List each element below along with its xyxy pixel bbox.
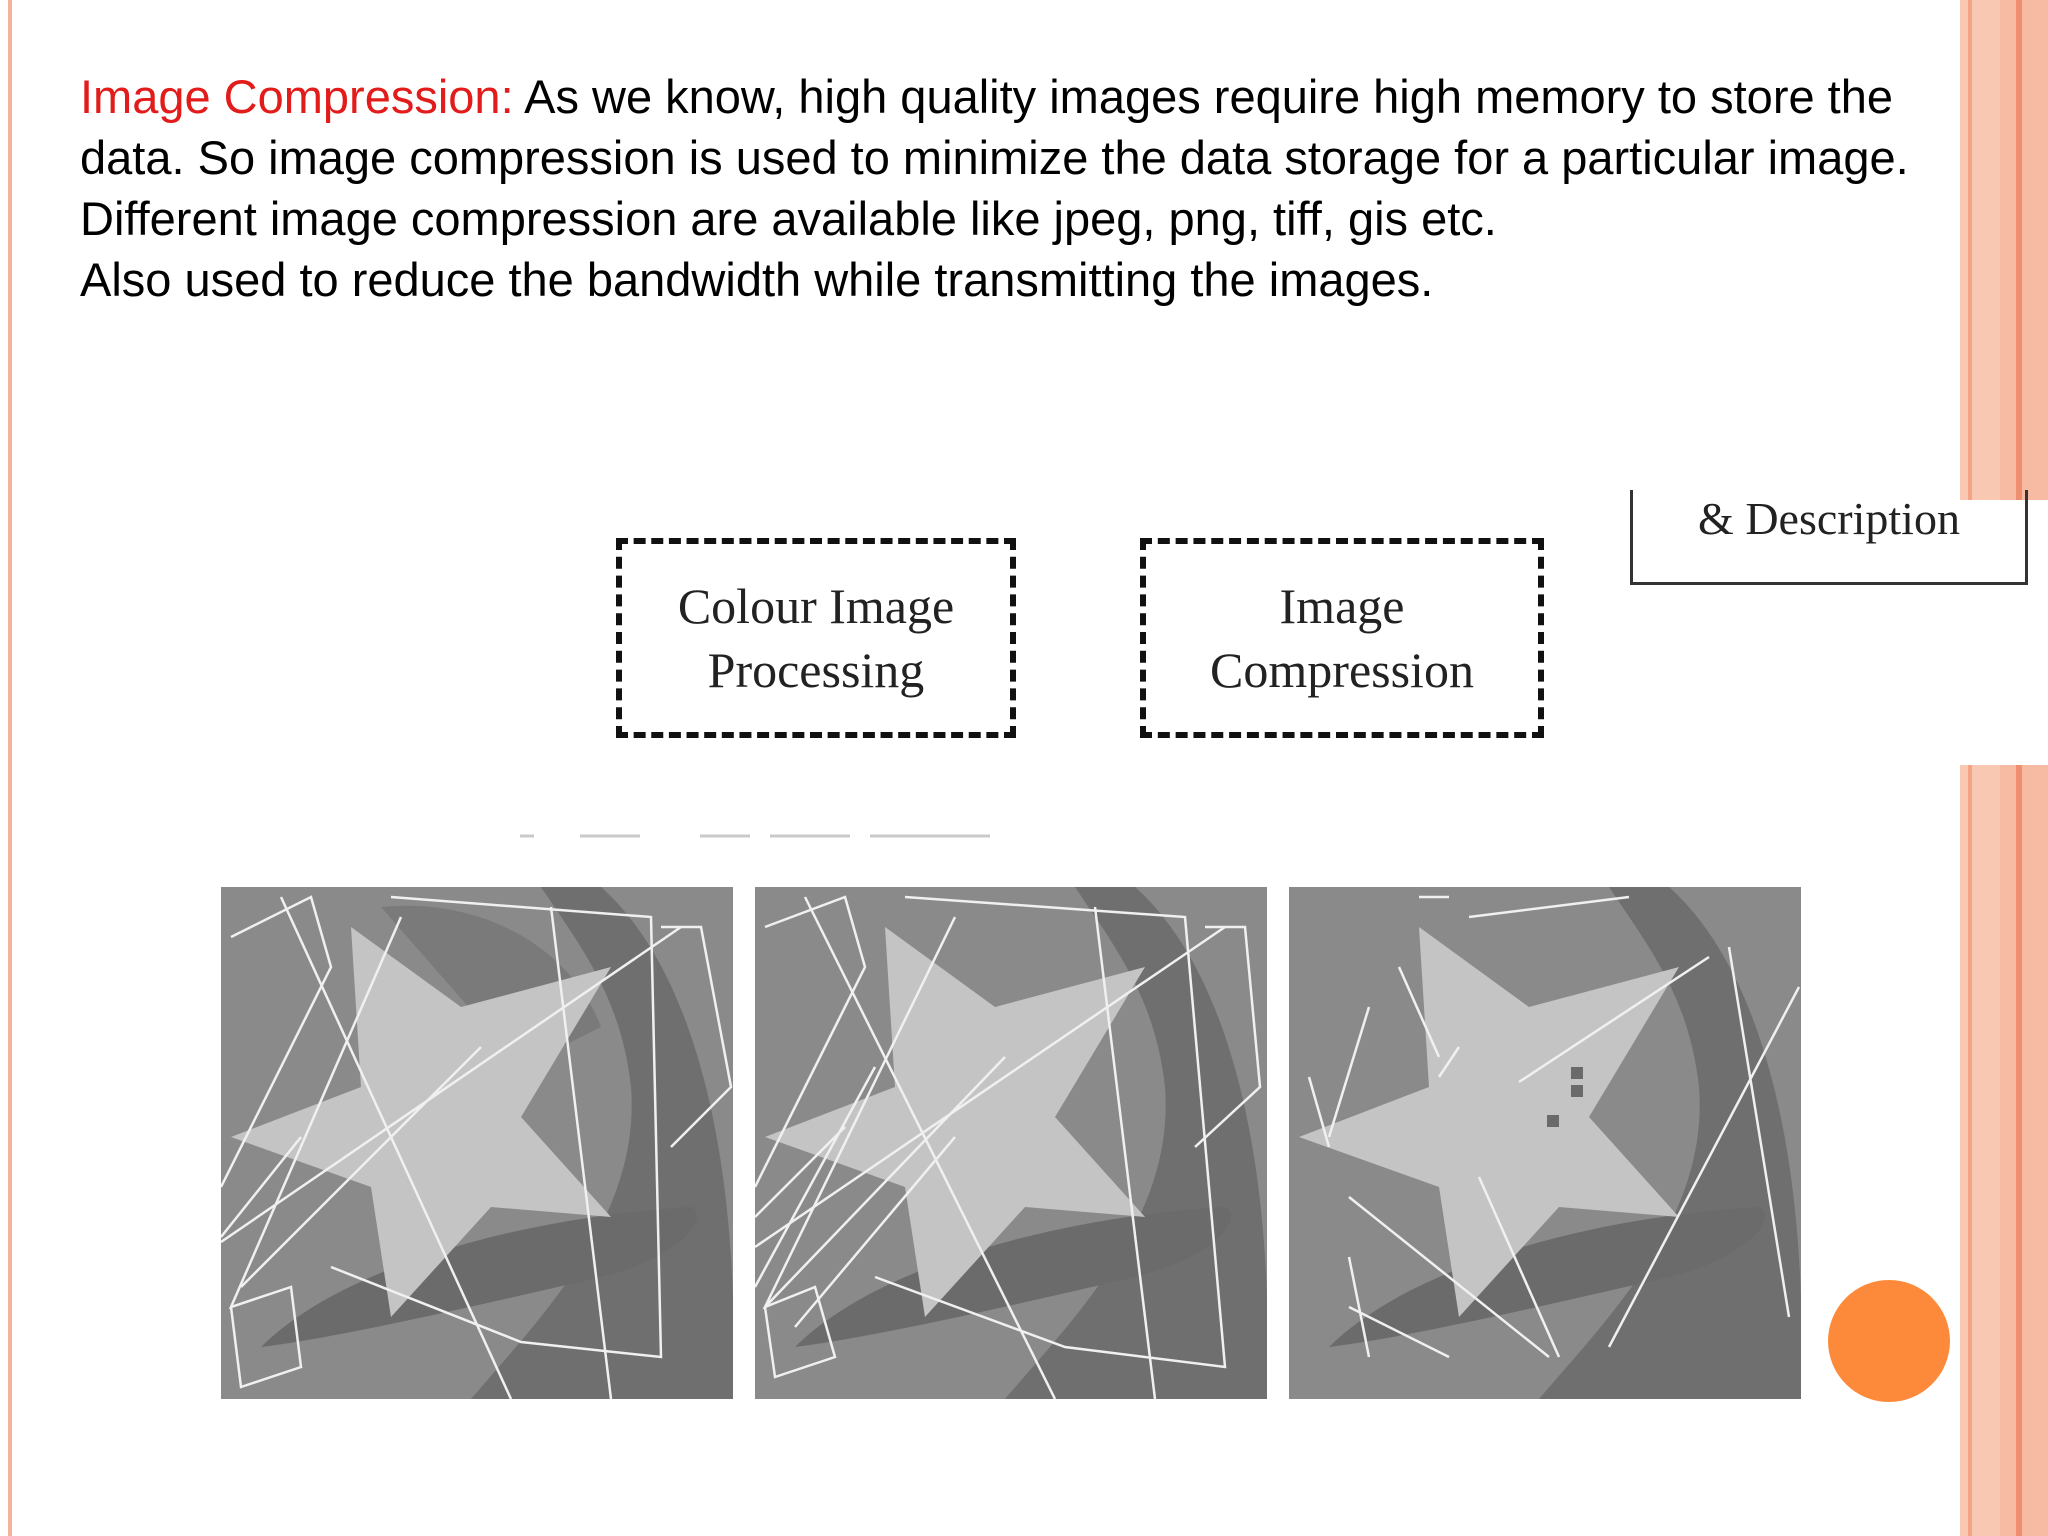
diagram-background [1560,500,2048,765]
description-label: & Description [1698,493,1960,544]
intro-text: As we know, high quality images require … [80,70,1909,245]
left-frame-line [8,0,12,1536]
right-frame-stripe-line [2016,0,2022,1536]
image-compression-line1: Image [1279,578,1405,634]
slide-decoration-dot [1828,1280,1950,1402]
original-image [221,887,733,1399]
intro-extra-text: Also used to reduce the bandwidth while … [80,253,1434,306]
image-compression-box: Image Compression [1140,538,1544,738]
right-frame-stripe [1960,0,2000,1536]
intro-paragraph: Image Compression: As we know, high qual… [80,66,1960,310]
clipped-caption [520,834,990,838]
colour-processing-line2: Processing [707,642,925,698]
image-compression-line2: Compression [1210,642,1474,698]
colour-processing-box: Colour Image Processing [616,538,1016,738]
term-label: Image Compression: [80,70,514,123]
reconstructed-image [1289,887,1801,1399]
description-box: & Description [1630,490,2028,585]
right-frame-stripe-inner [1968,0,1972,1536]
compressed-image [755,887,1267,1399]
right-frame-stripe-outer [2000,0,2048,1536]
colour-processing-line1: Colour Image [677,578,955,634]
